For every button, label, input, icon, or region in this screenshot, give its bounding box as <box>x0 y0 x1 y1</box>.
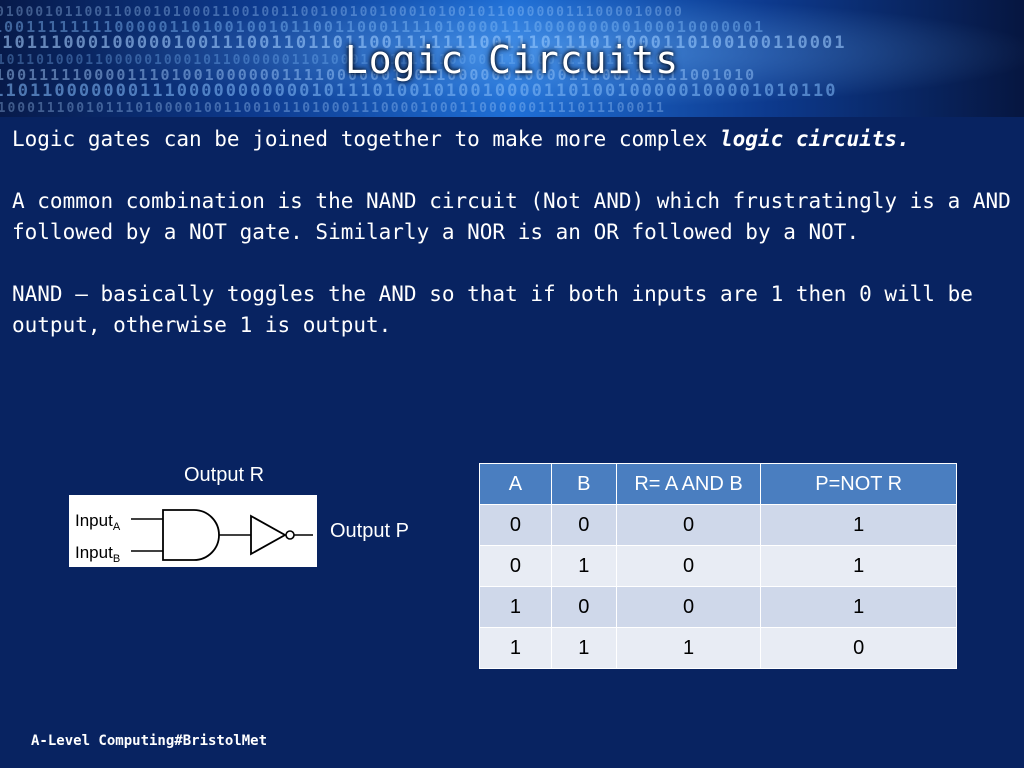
table-cell: 1 <box>760 545 957 587</box>
table-cell: 0 <box>550 586 617 628</box>
slide-title: Logic Circuits <box>344 38 680 82</box>
not-gate-icon <box>250 514 287 556</box>
truth-table-header-row: A B R= A AND B P=NOT R <box>479 463 957 505</box>
header-a: A <box>479 463 552 505</box>
table-cell: 0 <box>479 545 552 587</box>
table-row: 0 0 0 1 <box>479 504 957 546</box>
output-r-label: Output R <box>184 464 265 486</box>
table-row: 0 1 0 1 <box>479 545 957 587</box>
table-cell: 0 <box>615 545 762 587</box>
table-cell: 0 <box>615 504 762 546</box>
table-cell: 1 <box>760 586 957 628</box>
table-row: 1 0 0 1 <box>479 586 957 628</box>
paragraph-2: A common combination is the NAND circuit… <box>12 189 1011 244</box>
nand-circuit-svg: InputA InputB <box>75 509 313 565</box>
binary-digit-row: 0110110000000111000000000001011101001010… <box>0 81 837 101</box>
truth-table: A B R= A AND B P=NOT R 0 0 0 1 0 1 0 1 1… <box>479 463 957 669</box>
table-cell: 1 <box>550 545 617 587</box>
output-p-label: Output P <box>330 520 409 542</box>
table-cell: 1 <box>479 627 552 669</box>
table-cell: 0 <box>760 627 957 669</box>
header-b: B <box>550 463 617 505</box>
table-row: 1 1 1 0 <box>479 627 957 669</box>
table-cell: 0 <box>550 504 617 546</box>
nand-circuit-diagram: InputA InputB <box>69 495 317 567</box>
table-cell: 0 <box>615 586 762 628</box>
binary-background: 0100010110011000101000110010011001001001… <box>0 5 846 116</box>
binary-digit-row: 1110001110010111010000100110010110100011… <box>0 101 666 116</box>
banner-glow <box>0 0 1024 117</box>
paragraph-1: Logic gates can be joined together to ma… <box>12 124 1012 155</box>
binary-digit-row: 1100111110000111010010000001111000000110… <box>0 66 756 84</box>
table-cell: 1 <box>615 627 762 669</box>
table-cell: 1 <box>550 627 617 669</box>
table-cell: 1 <box>479 586 552 628</box>
table-cell: 0 <box>479 504 552 546</box>
paragraph-1-text: Logic gates can be joined together to ma… <box>12 127 721 151</box>
binary-digit-row: 0100010110011000101000110010011001001001… <box>0 5 684 20</box>
input-a-label: InputA <box>75 511 121 533</box>
input-b-label: InputB <box>75 543 120 565</box>
binary-digit-row: 1001111111100000110100100101100110001111… <box>0 18 765 36</box>
and-gate-icon <box>162 509 220 561</box>
not-bubble-icon <box>285 530 295 540</box>
header-r: R= A AND B <box>615 463 762 505</box>
paragraph-3: NAND – basically toggles the AND so that… <box>12 282 973 337</box>
binary-digit-row: 0101110001000001001110011011011001111111… <box>0 33 846 53</box>
binary-digit-row: 0101101000110000010001011000000110100010… <box>0 53 675 68</box>
header-p: P=NOT R <box>760 463 957 505</box>
header-banner: 0100010110011000101000110010011001001001… <box>0 0 1024 117</box>
slide-body: Logic gates can be joined together to ma… <box>12 124 1012 372</box>
slide-footer: A-Level Computing#BristolMet <box>31 733 268 749</box>
table-cell: 1 <box>760 504 957 546</box>
paragraph-1-emphasis: logic circuits. <box>720 127 910 151</box>
